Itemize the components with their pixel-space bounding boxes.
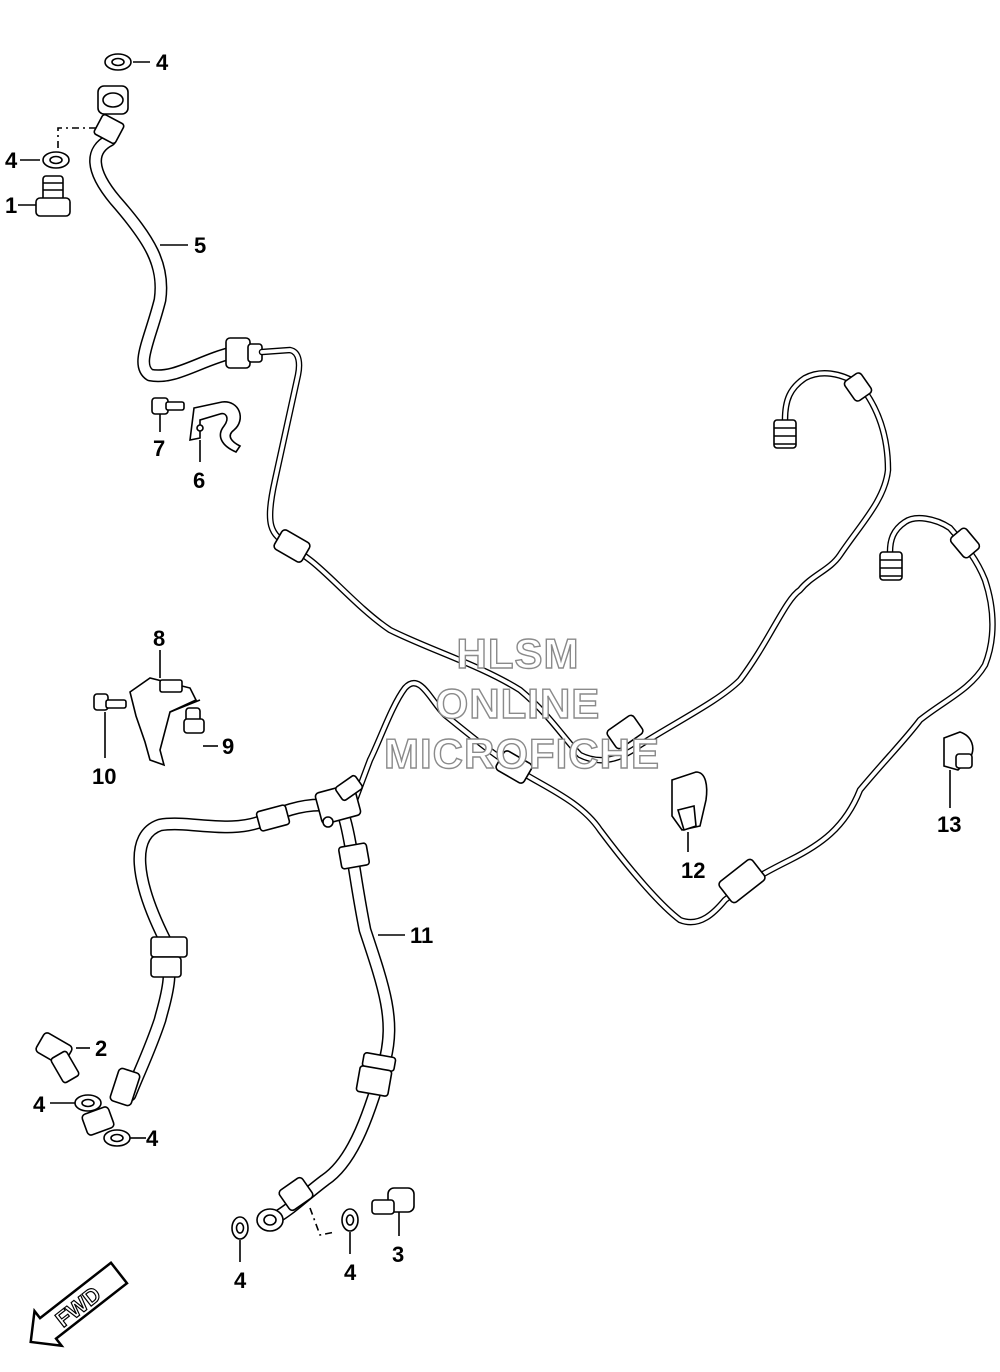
callout-5: 5 (194, 233, 206, 258)
callout-1: 1 (5, 193, 17, 218)
union-bolt-2[interactable] (35, 1031, 80, 1084)
pipe-clamp-12[interactable] (671, 771, 708, 832)
washer-bottom-2[interactable] (341, 1208, 359, 1232)
leader-lines (18, 61, 951, 1262)
brake-pipe-2[interactable] (351, 514, 996, 926)
callout-4: 4 (234, 1268, 247, 1293)
bracket-8[interactable] (129, 677, 201, 767)
callout-4: 4 (5, 148, 18, 173)
fwd-arrow: FWD (29, 1260, 129, 1348)
watermark-line-2: ONLINE (436, 680, 601, 727)
bolt-7[interactable] (151, 397, 185, 415)
pipe-clamp-13[interactable] (943, 731, 974, 771)
callout-9: 9 (222, 734, 234, 759)
watermark-line-1: HLSM (457, 630, 580, 677)
callout-4: 4 (344, 1260, 357, 1285)
hose-clamp-6[interactable] (189, 401, 242, 453)
callout-2: 2 (95, 1036, 107, 1061)
callout-labels: 4 4 1 5 7 6 8 9 10 11 12 13 2 4 4 4 4 3 (5, 50, 961, 1293)
washer-lower-left-1[interactable] (74, 1094, 102, 1112)
bolt-10[interactable] (93, 693, 127, 711)
brake-hose-upper[interactable] (89, 85, 263, 383)
washer-upper-left[interactable] (42, 151, 70, 169)
washer-bottom-1[interactable] (231, 1216, 249, 1240)
watermark-line-3: MICROFICHE (384, 730, 660, 777)
watermark: HLSM ONLINE MICROFICHE (383, 629, 660, 777)
washer-lower-left-2[interactable] (103, 1129, 131, 1147)
brake-pipe-1[interactable] (258, 346, 892, 764)
union-bolt-1[interactable] (35, 175, 71, 217)
washer-top[interactable] (104, 53, 132, 71)
callout-4: 4 (146, 1126, 159, 1151)
brake-hose-lower[interactable] (81, 774, 397, 1232)
callout-11: 11 (410, 923, 433, 948)
callout-4: 4 (33, 1092, 46, 1117)
callout-6: 6 (193, 468, 205, 493)
callout-7: 7 (153, 436, 165, 461)
callout-10: 10 (92, 764, 116, 789)
callout-3: 3 (392, 1242, 404, 1267)
callout-13: 13 (937, 812, 961, 837)
union-bolt-3[interactable] (371, 1187, 415, 1215)
callout-8: 8 (153, 626, 165, 651)
callout-12: 12 (681, 858, 705, 883)
callout-4: 4 (156, 50, 169, 75)
bolt-9[interactable] (183, 707, 205, 734)
